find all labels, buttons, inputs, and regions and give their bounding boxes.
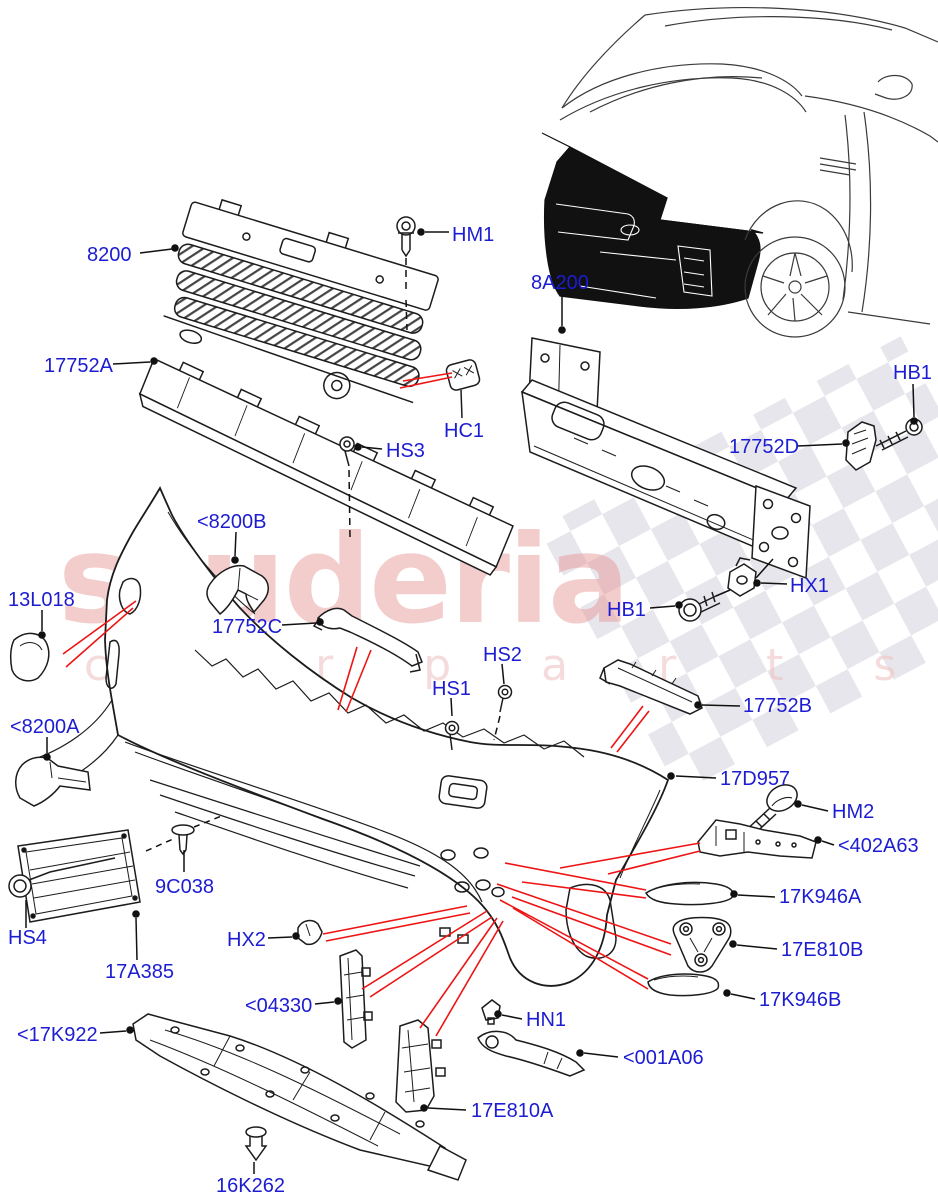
part-drawing-bumper-cover-17D957 — [25, 486, 670, 987]
part-drawing-screw-HM2 — [743, 784, 798, 839]
part-label-HX2[interactable]: HX2 — [227, 929, 266, 951]
part-label-17E810B[interactable]: 17E810B — [781, 939, 863, 961]
part-label-17752A[interactable]: 17752A — [44, 355, 114, 377]
part-drawing-beam-8A200 — [520, 337, 811, 580]
part-drawing-bracket-17752D — [845, 421, 877, 471]
leader-lines — [25, 228, 918, 1174]
part-label-17A385[interactable]: 17A385 — [105, 961, 174, 983]
part-drawing-washer-cover-13L018 — [9, 632, 50, 682]
door-lines — [842, 111, 872, 313]
part-label-8200[interactable]: 8200 — [87, 244, 132, 266]
parts-artwork — [8, 198, 923, 1181]
bumper-details-white — [555, 203, 713, 299]
part-label-8200B[interactable]: <8200B — [197, 511, 267, 533]
beltline — [804, 95, 938, 143]
mirror — [874, 74, 913, 100]
part-label-8200A[interactable]: <8200A — [10, 716, 80, 738]
part-label-HS3[interactable]: HS3 — [386, 440, 425, 462]
part-label-HB1-lower[interactable]: HB1 — [607, 599, 646, 621]
part-drawing-trim-17K946A — [644, 881, 734, 906]
part-drawing-bracket-402A63 — [697, 819, 817, 859]
part-label-17K946A[interactable]: 17K946A — [779, 886, 862, 908]
part-drawing-nut-HX1 — [727, 557, 757, 597]
part-drawing-bracket-04330 — [339, 949, 373, 1049]
hood-edge — [561, 63, 803, 109]
part-label-HM1[interactable]: HM1 — [452, 224, 494, 246]
part-label-001A06[interactable]: <001A06 — [623, 1047, 704, 1069]
hc1-stem — [460, 389, 463, 419]
sill-line — [847, 311, 931, 325]
car-wing-blackout — [659, 219, 764, 305]
part-drawing-bracket-17E810B — [672, 916, 732, 973]
part-drawing-bracket-17E810A — [395, 1019, 446, 1113]
part-drawing-trim-17K946B — [647, 973, 720, 997]
roof-line — [644, 7, 938, 43]
part-label-HS2[interactable]: HS2 — [483, 644, 522, 666]
vehicle-thumbnail — [541, 7, 938, 338]
part-drawing-absorber-17752A — [138, 357, 514, 576]
part-label-HC1[interactable]: HC1 — [444, 420, 484, 442]
wheel-arch — [744, 200, 853, 273]
fender-vent — [819, 157, 857, 176]
part-drawing-bolt-HB1-lower — [678, 591, 721, 622]
part-label-17D957[interactable]: 17D957 — [720, 768, 790, 790]
part-drawing-deflector-17K922 — [132, 1013, 467, 1181]
part-drawing-screw-HS1 — [444, 720, 460, 751]
leader-dots — [38, 228, 918, 1112]
part-label-HB1-upper[interactable]: HB1 — [893, 362, 932, 384]
hood-crease — [559, 77, 807, 121]
part-label-04330[interactable]: <04330 — [245, 995, 312, 1017]
a-pillar — [561, 14, 646, 109]
part-label-HS1[interactable]: HS1 — [432, 678, 471, 700]
part-drawing-bracket-8200A — [15, 756, 91, 807]
part-label-HN1[interactable]: HN1 — [526, 1009, 566, 1031]
part-drawing-clip-16K262 — [244, 1126, 268, 1162]
part-drawing-clip-HX2 — [297, 919, 323, 946]
part-label-8A200[interactable]: 8A200 — [531, 272, 589, 294]
part-drawing-screw-9C038 — [171, 824, 195, 856]
part-label-17E810A[interactable]: 17E810A — [471, 1100, 554, 1122]
wheel-spokes — [762, 252, 828, 322]
part-drawing-bracket-17752B — [599, 659, 703, 715]
part-label-16K262[interactable]: 16K262 — [216, 1175, 285, 1197]
part-drawing-bracket-001A06 — [477, 1030, 586, 1077]
part-drawing-grille-8200 — [163, 198, 439, 404]
part-label-9C038[interactable]: 9C038 — [155, 876, 214, 898]
part-label-HX1[interactable]: HX1 — [790, 575, 829, 597]
part-drawing-plate-bracket-17A385 — [17, 829, 141, 923]
part-label-HM2[interactable]: HM2 — [832, 801, 874, 823]
part-label-17752D[interactable]: 17752D — [729, 436, 799, 458]
roof-inner — [664, 16, 893, 31]
part-label-HS4[interactable]: HS4 — [8, 927, 47, 949]
tire — [744, 236, 846, 338]
part-drawing-screw-HS2 — [497, 684, 513, 713]
part-label-17752C[interactable]: 17752C — [212, 616, 282, 638]
part-drawing-screw-HS3 — [339, 436, 355, 467]
part-label-402A63[interactable]: <402A63 — [838, 835, 919, 857]
part-drawing-bolt-HS4 — [8, 857, 116, 898]
hub — [788, 280, 802, 294]
windshield-base — [589, 76, 763, 113]
part-drawing-sensor-HC1 — [445, 359, 481, 391]
red-pointer-lines — [62, 372, 701, 1037]
part-drawing-screw-HM1 — [396, 216, 416, 258]
part-labels: 8200 HM1 8A200 17752A HC1 HS3 HB1 17752D… — [8, 224, 932, 1197]
part-drawing-cover-8200B — [206, 564, 269, 616]
part-label-17K946B[interactable]: 17K946B — [759, 989, 841, 1011]
part-label-13L018[interactable]: 13L018 — [8, 589, 75, 611]
part-label-17K922[interactable]: <17K922 — [17, 1024, 98, 1046]
part-label-17752B[interactable]: 17752B — [743, 695, 812, 717]
